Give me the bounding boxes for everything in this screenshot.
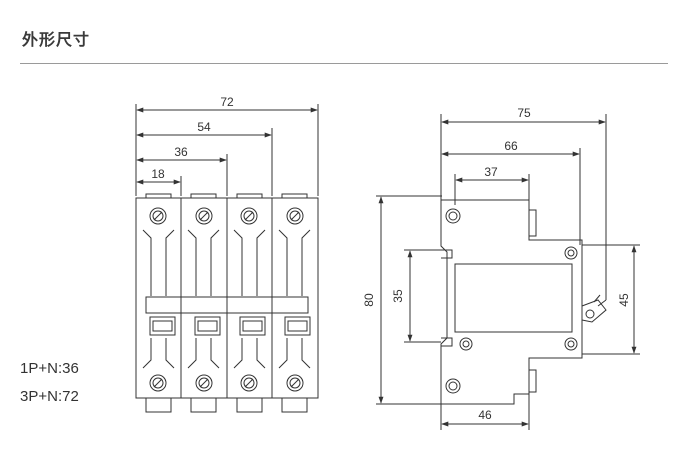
note-3p-n: 3P+N:72 (20, 388, 79, 405)
toggle-handle-bar (145, 296, 309, 314)
dim-label-72: 72 (220, 95, 234, 109)
dim-label-45: 45 (617, 293, 631, 307)
dim-label-18: 18 (151, 167, 165, 181)
section-title: 外形尺寸 (22, 30, 91, 49)
dim-label-35: 35 (391, 289, 405, 303)
pole-4 (278, 229, 311, 369)
pole-1 (142, 229, 175, 369)
dim-label-66: 66 (504, 139, 518, 153)
dim-label-80: 80 (362, 293, 376, 307)
top-screws (149, 207, 304, 225)
dim-label-54: 54 (197, 120, 211, 134)
side-toggle-lever (581, 294, 607, 323)
title-divider (20, 63, 668, 64)
pole-3 (233, 229, 266, 369)
dim-label-36: 36 (174, 145, 188, 159)
note-1p-n: 1P+N:36 (20, 360, 79, 377)
dim-label-46: 46 (478, 408, 492, 422)
side-body-outline (440, 199, 583, 405)
dim-label-75: 75 (517, 106, 531, 120)
front-view (135, 104, 319, 413)
bottom-screws (149, 374, 304, 392)
side-view (376, 114, 640, 430)
side-label-window (454, 263, 573, 333)
pole-2 (187, 229, 220, 369)
dim-label-37: 37 (484, 165, 498, 179)
